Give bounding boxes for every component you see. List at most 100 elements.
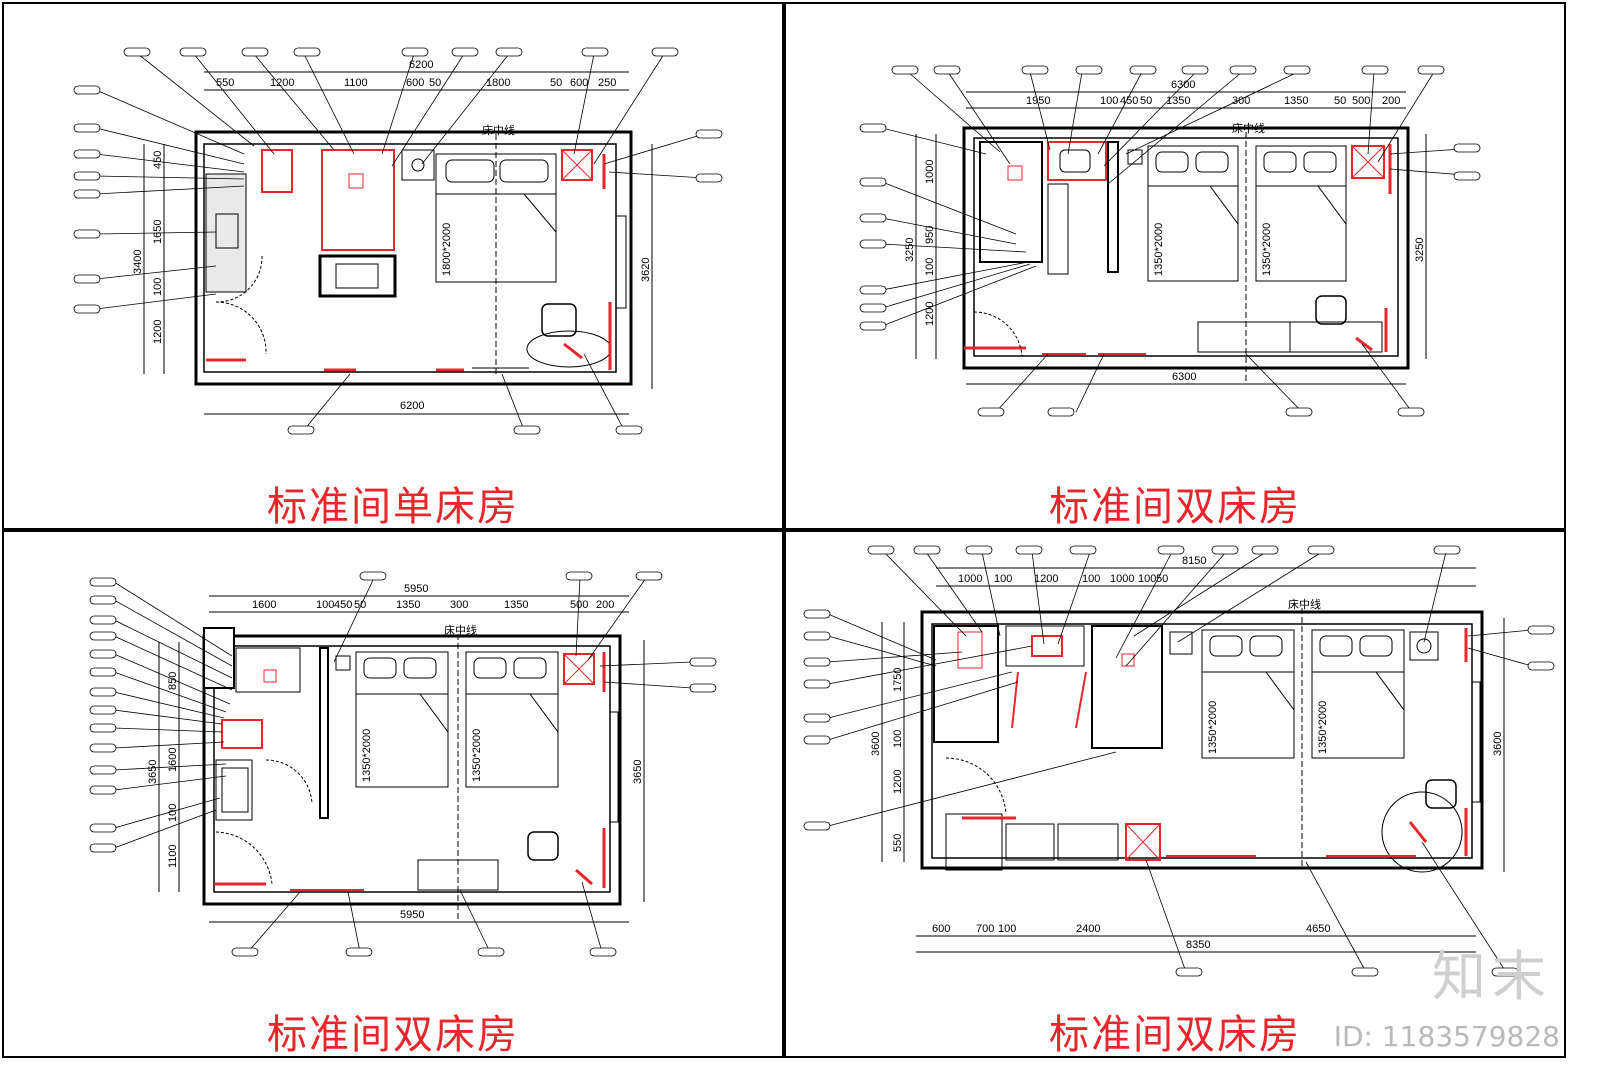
dim-bottom: 100: [998, 923, 1016, 935]
dim-top: 1950: [1026, 95, 1050, 107]
dim-bottom: 4650: [1306, 923, 1330, 935]
dim-bottom: 6200: [400, 400, 424, 412]
floorplan-1: 6200 550 1200 1100 600 50 1800 50 600 25…: [73, 47, 723, 435]
panel-title: 标准间单床房: [267, 484, 519, 530]
dim-top: 450: [1120, 95, 1138, 107]
floorplan-panel-1: 6200 550 1200 1100 600 50 1800 50 600 25…: [2, 2, 784, 530]
bed-center-label: 床中线: [1232, 121, 1265, 135]
bed-center-label: 床中线: [444, 623, 477, 637]
dim-overall-height-right: 3250: [1414, 238, 1426, 262]
dim-left: 1200: [892, 770, 904, 794]
bed-label: 1350*2000: [1261, 223, 1273, 276]
dim-left: 550: [892, 834, 904, 852]
dim-top: 300: [450, 599, 468, 611]
floorplan-panel-4: 8150 1000 100 1200 100 1000 100 50 3600 …: [784, 530, 1566, 1058]
dim-top: 600: [406, 77, 424, 89]
bed-label: 1350*2000: [1207, 701, 1219, 754]
dim-overall-height-left: 3600: [870, 732, 882, 756]
dim-bottom: 2400: [1076, 923, 1100, 935]
dim-top: 550: [216, 77, 234, 89]
dim-overall-width: 8150: [1182, 555, 1206, 567]
dim-top: 500: [570, 599, 588, 611]
dim-top: 250: [598, 77, 616, 89]
dim-top: 50: [1334, 95, 1346, 107]
dim-top: 500: [1352, 95, 1370, 107]
top-dimension-row: 1000 100 1200 100 1000 100 50: [958, 573, 1168, 585]
floorplan-4: 8150 1000 100 1200 100 1000 100 50 3600 …: [803, 545, 1555, 977]
dim-left: 950: [924, 226, 936, 244]
watermark-id: ID: 1183579828: [1333, 1020, 1560, 1053]
dim-overall-height-left: 3650: [147, 760, 159, 784]
dim-top: 1350: [1166, 95, 1190, 107]
panel-title: 标准间双床房: [1049, 484, 1301, 530]
watermark-logo: 知末: [1432, 945, 1552, 1008]
dim-overall-width: 5950: [404, 583, 428, 595]
bed-label: 1350*2000: [361, 729, 373, 782]
dim-top: 50: [1140, 95, 1152, 107]
dim-top: 1600: [252, 599, 276, 611]
dim-left: 100: [892, 730, 904, 748]
dim-left: 100: [924, 258, 936, 276]
bed-label: 1800*2000: [441, 223, 453, 276]
top-dimension-row: 550 1200 1100 600 50 1800 50 600 250: [216, 77, 616, 89]
dim-left: 100: [152, 278, 164, 296]
top-dimension-row: 1950 100 450 50 1350 300 1350 50 500 200: [1026, 95, 1400, 107]
panel-title: 标准间双床房: [267, 1012, 519, 1058]
bed-center-label: 床中线: [482, 123, 515, 137]
dim-top: 600: [570, 77, 588, 89]
bed-label: 1350*2000: [471, 729, 483, 782]
dim-top: 1100: [344, 77, 368, 89]
dim-left: 1100: [167, 844, 179, 868]
dim-overall-height-right: 3620: [640, 258, 652, 282]
dim-top: 1200: [1034, 573, 1058, 585]
dim-top: 50: [429, 77, 441, 89]
dim-overall-height-left: 3250: [904, 238, 916, 262]
dim-overall-height-right: 3650: [632, 760, 644, 784]
floorplan-panel-2: 6300 1950 100 450 50 1350 300 1350 50 50…: [784, 2, 1566, 530]
dim-top: 1000: [958, 573, 982, 585]
dim-bottom: 600: [932, 923, 950, 935]
floorplan-3: 5950 1600 100 450 50 1350 300 1350 500 2…: [89, 571, 717, 957]
dim-left: 1750: [892, 668, 904, 692]
dim-top: 300: [1232, 95, 1250, 107]
dim-top: 100: [1082, 573, 1100, 585]
dim-bottom: 5950: [400, 909, 424, 921]
dim-left: 1200: [152, 320, 164, 344]
dim-top: 1350: [396, 599, 420, 611]
dim-top: 1800: [486, 77, 510, 89]
dim-top: 100: [994, 573, 1012, 585]
dim-left: 1200: [924, 302, 936, 326]
dim-overall-height-right: 3600: [1492, 732, 1504, 756]
dim-top: 200: [1382, 95, 1400, 107]
dim-top: 1200: [270, 77, 294, 89]
dim-top: 1350: [504, 599, 528, 611]
bed-center-label: 床中线: [1288, 597, 1321, 611]
dim-top: 1000: [1110, 573, 1134, 585]
dim-top: 1350: [1284, 95, 1308, 107]
floorplan-2: 6300 1950 100 450 50 1350 300 1350 50 50…: [859, 65, 1481, 417]
dim-left: 100: [167, 804, 179, 822]
dim-overall-width: 6200: [409, 59, 433, 71]
dim-overall-height-left: 3400: [132, 250, 144, 274]
dim-top: 100: [1138, 573, 1156, 585]
bed-label: 1350*2000: [1317, 701, 1329, 754]
dim-left: 450: [152, 151, 164, 169]
dim-top: 50: [354, 599, 366, 611]
bed-label: 1350*2000: [1153, 223, 1165, 276]
floorplan-panel-3: 5950 1600 100 450 50 1350 300 1350 500 2…: [2, 530, 784, 1058]
dim-left: 1600: [167, 748, 179, 772]
dim-top: 450: [334, 599, 352, 611]
top-dimension-row: 1600 100 450 50 1350 300 1350 500 200: [252, 599, 614, 611]
dim-bottom-overall: 8350: [1186, 939, 1210, 951]
bottom-dimension-row: 600 700 100 2400 4650: [932, 923, 1330, 935]
dim-top: 200: [596, 599, 614, 611]
panel-title: 标准间双床房: [1049, 1012, 1301, 1058]
dim-bottom: 700: [976, 923, 994, 935]
dim-top: 100: [316, 599, 334, 611]
dim-top: 50: [550, 77, 562, 89]
dim-left: 850: [167, 672, 179, 690]
dim-left: 1000: [924, 160, 936, 184]
dim-top: 100: [1100, 95, 1118, 107]
dim-bottom: 6300: [1172, 371, 1196, 383]
